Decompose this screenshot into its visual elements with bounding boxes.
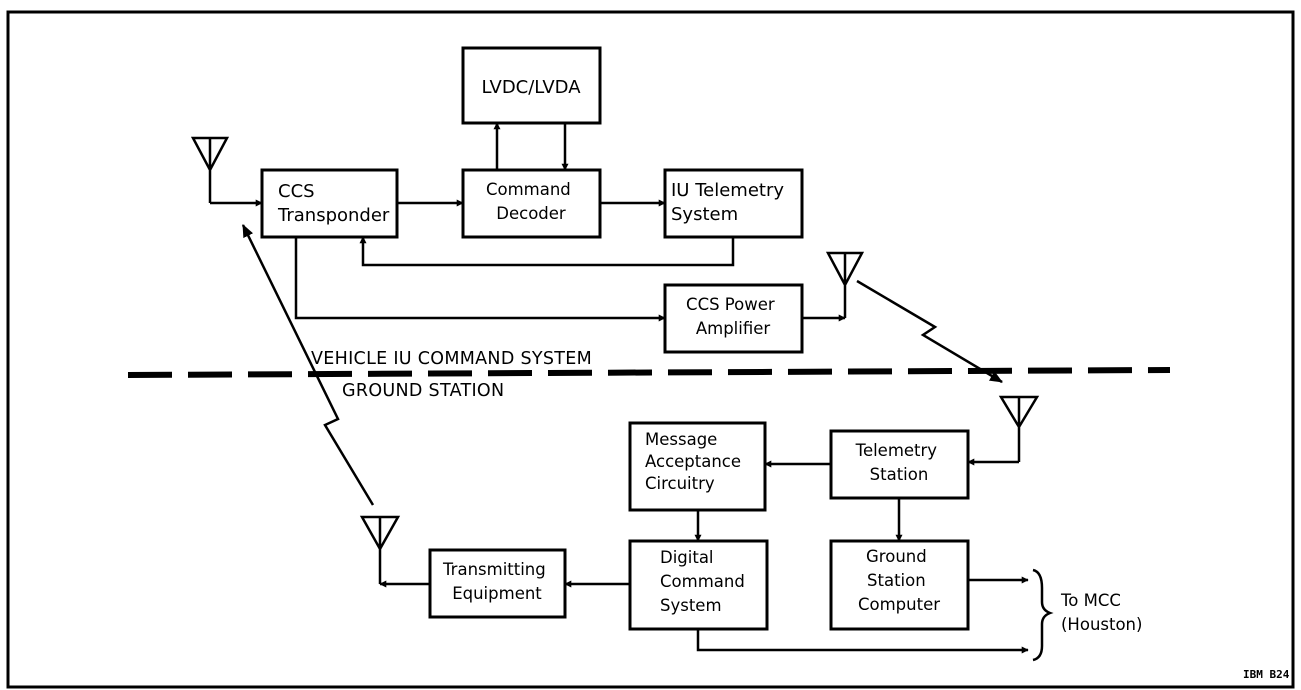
digital-command-system-block: Digital Command System	[628, 539, 769, 631]
vehicle-transmit-antenna-icon	[825, 251, 865, 318]
telemetry-feedback-arrow	[359, 236, 735, 267]
ccs-power-amplifier-block: CCS Power Amplifier	[663, 283, 804, 354]
uplink-radio-arrow	[241, 224, 375, 506]
lvdc-lvda-label: LVDC/LVDA	[481, 77, 581, 98]
command-decoder-label: Command Decoder	[486, 180, 576, 223]
ccs-transponder-block: CCS Transponder	[260, 168, 399, 239]
mcc-brace	[1032, 568, 1054, 662]
downlink-radio-arrow	[856, 279, 1003, 384]
vehicle-receive-antenna-icon	[190, 136, 230, 203]
vehicle-ground-separator	[127, 367, 1171, 378]
digital-command-system-label: Digital Command System	[660, 548, 750, 615]
to-mcc-label: To MCC (Houston)	[1060, 591, 1142, 634]
ground-receive-antenna-icon	[998, 395, 1040, 462]
ground-station-computer-label: Ground Station Computer	[858, 547, 940, 614]
telemetry-station-block: Telemetry Station	[829, 429, 970, 500]
message-acceptance-label: Message Acceptance Circuitry	[645, 430, 746, 493]
transmitting-equipment-label: Transmitting Equipment	[442, 560, 551, 603]
iu-telemetry-system-block: IU Telemetry System	[663, 168, 804, 239]
ground-section-label: GROUND STATION	[342, 381, 504, 401]
lvdc-lvda-block: LVDC/LVDA	[461, 46, 602, 125]
message-acceptance-block: Message Acceptance Circuitry	[628, 421, 767, 512]
figure-code: IBM B24	[1243, 668, 1290, 681]
ccs-transponder-label: CCS Transponder	[277, 181, 390, 226]
ground-transmit-antenna-icon	[359, 515, 401, 584]
telemetry-station-label: Telemetry Station	[855, 441, 943, 484]
transponder-to-amplifier-arrow	[294, 237, 666, 322]
figure-frame	[6, 10, 1295, 689]
ground-station-computer-block: Ground Station Computer	[829, 539, 970, 631]
vehicle-section-label: VEHICLE IU COMMAND SYSTEM	[311, 349, 592, 369]
command-decoder-block: Command Decoder	[461, 168, 602, 239]
transmitting-equipment-block: Transmitting Equipment	[428, 548, 567, 619]
iu-telemetry-system-label: IU Telemetry System	[671, 180, 790, 225]
ccs-power-amplifier-label: CCS Power Amplifier	[686, 295, 780, 338]
mcc-to-digital-command-arrow	[696, 629, 1029, 654]
